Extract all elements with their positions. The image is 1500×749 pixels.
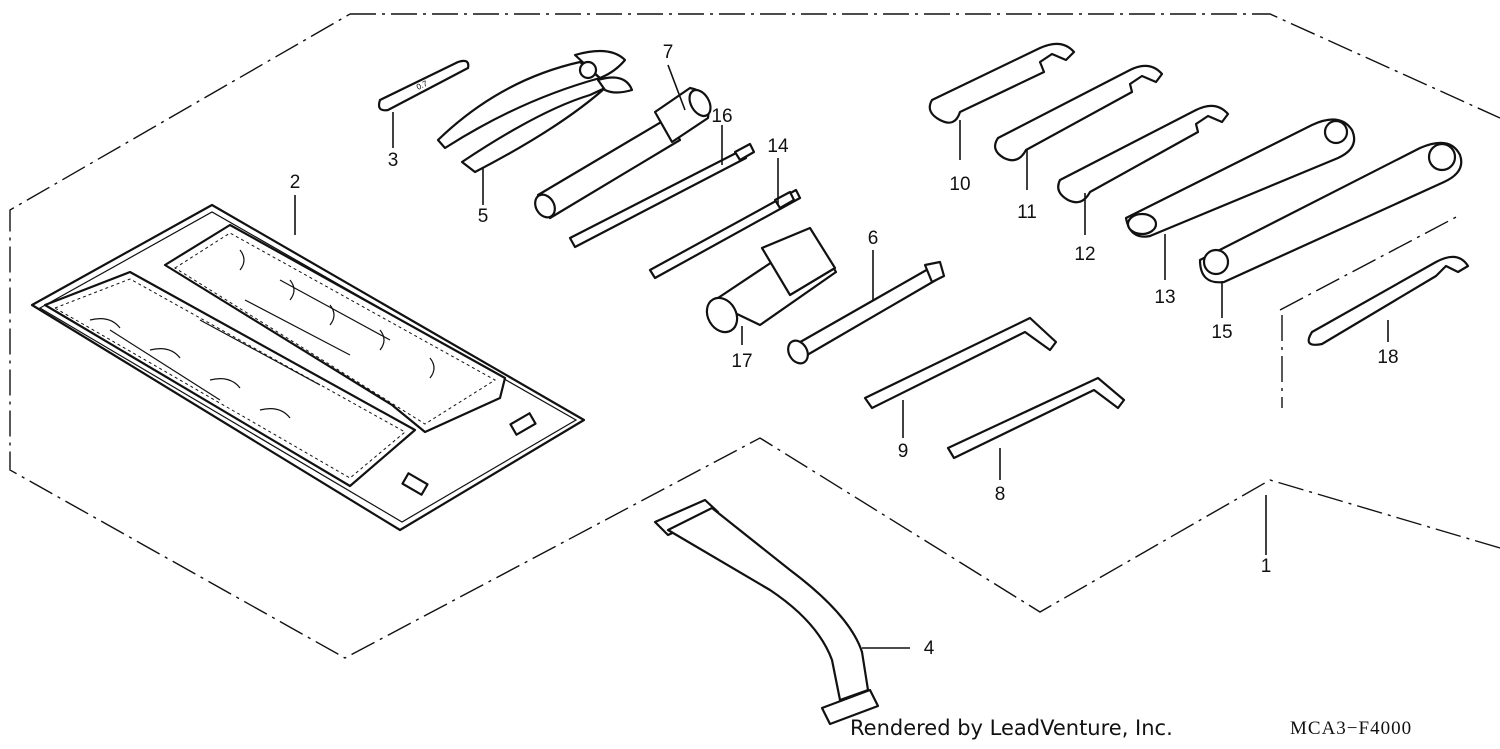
callout-9: 9 xyxy=(898,441,909,462)
callout-13: 13 xyxy=(1154,287,1175,308)
callout-18: 18 xyxy=(1377,347,1398,368)
wrench-11 xyxy=(993,64,1164,162)
wrench-10 xyxy=(928,42,1076,124)
callout-8: 8 xyxy=(995,484,1006,505)
extension-bar xyxy=(787,260,946,365)
callout-14: 14 xyxy=(767,136,789,157)
callout-3: 3 xyxy=(388,150,399,171)
tool-strap xyxy=(653,498,880,726)
callout-10: 10 xyxy=(949,174,970,195)
wrench-18 xyxy=(1307,255,1470,346)
ring-wrench-15 xyxy=(1198,141,1463,284)
svg-text:0.7: 0.7 xyxy=(415,79,429,92)
hex-key-large xyxy=(863,316,1058,410)
hex-key-small xyxy=(946,376,1126,460)
wrench-12 xyxy=(1057,104,1230,204)
leader-lines xyxy=(294,64,1389,649)
ring-wrench-13 xyxy=(1124,118,1356,238)
callout-11: 11 xyxy=(1017,202,1037,223)
callout-15: 15 xyxy=(1211,322,1232,343)
kit-boundary xyxy=(9,13,1500,659)
screwdriver-flat xyxy=(568,142,756,249)
callout-2: 2 xyxy=(290,172,301,193)
callout-12: 12 xyxy=(1074,244,1095,265)
screwdriver-handle xyxy=(705,226,838,334)
callout-6: 6 xyxy=(868,228,879,249)
screwdriver-phillips xyxy=(648,188,802,280)
callout-1: 1 xyxy=(1261,556,1272,577)
spark-plug-wrench xyxy=(534,86,712,220)
callout-7: 7 xyxy=(663,42,674,63)
kit-inner-boundary xyxy=(1279,214,1461,408)
pliers xyxy=(436,49,634,174)
tool-roll xyxy=(30,203,586,532)
callout-17: 17 xyxy=(731,351,752,372)
callout-5: 5 xyxy=(478,206,489,227)
feeler-gauge: 0.7 xyxy=(377,59,470,112)
callout-4: 4 xyxy=(924,638,935,659)
callout-16: 16 xyxy=(711,106,732,127)
diagram-code: MCA3−F4000 xyxy=(1290,718,1413,739)
footer-credit: Rendered by LeadVenture, Inc. xyxy=(850,716,1173,740)
